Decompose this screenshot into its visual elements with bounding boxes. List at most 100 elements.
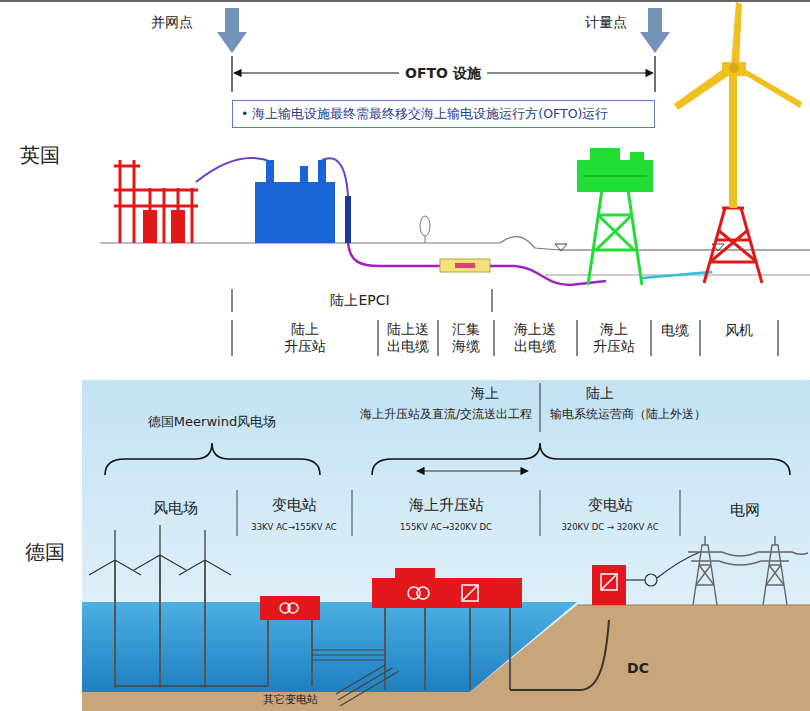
platform-leg (469, 608, 471, 690)
brace (372, 443, 790, 475)
platform-module (590, 148, 620, 160)
converter-symbol (601, 574, 617, 590)
jacket-leg (588, 190, 602, 285)
separator (378, 320, 379, 356)
section-label: 陆上 (586, 385, 614, 402)
blade (731, 2, 742, 66)
country-label: 德国 (25, 540, 65, 564)
deck-line (583, 176, 647, 177)
frame-line (0, 0, 810, 2)
export-cables (312, 650, 385, 660)
hub (729, 63, 739, 73)
turbine-pole (204, 560, 206, 688)
tree-trunk (425, 236, 426, 243)
separator (680, 490, 681, 536)
separator (232, 289, 233, 312)
section-label: 海上 (471, 385, 499, 402)
separator (778, 320, 779, 356)
section-label: 输电系统运营商（陆上外送） (550, 407, 706, 421)
gantry-post (191, 188, 194, 243)
platform-leg (311, 620, 313, 686)
gantry-beam (114, 165, 140, 168)
part-name: 电缆 (661, 322, 689, 339)
gantry-beam (114, 205, 198, 208)
pointer-arrow (217, 8, 247, 53)
onshore-transformer (255, 182, 335, 243)
platform-leg (424, 608, 426, 690)
converter-symbol (462, 585, 478, 601)
scope-label: 陆上EPCI (330, 292, 389, 309)
dc-cable (510, 620, 609, 690)
onshore-converter (592, 565, 626, 605)
array-cable (642, 272, 712, 278)
cable-joint-core (455, 263, 475, 268)
land (82, 605, 810, 711)
turbine-pole (729, 76, 737, 208)
platform-leg (509, 608, 511, 690)
group-label: 德国Meerwind风电场 (148, 414, 276, 430)
blade-set (134, 525, 186, 570)
point-label: 计量点 (585, 14, 627, 31)
gantry-post (119, 160, 122, 243)
separator (237, 490, 238, 536)
jacket-brace (596, 215, 632, 250)
tower-brace (718, 230, 757, 262)
bushing (300, 166, 308, 182)
blade-set (179, 530, 231, 575)
shore-line (500, 237, 560, 250)
tree (420, 216, 430, 236)
tower-leg (704, 208, 725, 283)
tower-leg (741, 208, 762, 283)
power-lines (719, 552, 808, 565)
water-mark (555, 244, 567, 251)
grid-link (657, 552, 700, 578)
part-name: 海上 升压站 (593, 321, 635, 355)
gantry-post (133, 160, 136, 243)
platform-leg (384, 608, 386, 690)
tower-brace (710, 230, 748, 262)
section-label: 海上升压站及直流/交流送出工程 (360, 407, 532, 421)
point-label: 并网点 (151, 14, 193, 31)
panel-background (82, 380, 810, 711)
offshore-substation (260, 596, 320, 620)
callout-label: 其它变电站 (263, 693, 318, 706)
separator (651, 320, 652, 356)
array-cable (115, 685, 268, 687)
blade (736, 64, 802, 108)
note-box: • 海上输电设施最终需最终移交海上输电设施运行方(OFTO)运行 (232, 100, 655, 128)
column-heading: 变电站 (588, 496, 633, 514)
turbine-pole (159, 555, 161, 688)
part-name: 陆上 升压站 (284, 321, 326, 355)
converter-symbol (462, 585, 478, 601)
gantry-post (163, 188, 166, 243)
blade (674, 64, 734, 110)
bracket-tick (231, 56, 232, 92)
cable-label: DC (627, 660, 649, 677)
column-heading: 电网 (730, 501, 760, 519)
tower-brace (710, 261, 757, 264)
part-name: 汇集 海缆 (452, 321, 480, 355)
overhead-link (196, 158, 272, 182)
country-label: 英国 (20, 143, 60, 167)
part-name: 陆上送 出电缆 (387, 321, 429, 355)
note-text: • 海上输电设施最终需最终移交海上输电设施运行方(OFTO)运行 (241, 106, 646, 122)
platform-module (630, 152, 644, 160)
transformer-symbol (288, 603, 298, 613)
converter-platform (372, 578, 522, 608)
jacket-brace (599, 214, 631, 217)
pylons (688, 536, 808, 605)
voltage-label: 33KV AC→155KV AC (251, 522, 337, 532)
separator (494, 320, 495, 356)
column-heading: 海上升压站 (409, 496, 484, 514)
separator (492, 289, 493, 312)
part-name: 海上送 出电缆 (514, 321, 556, 355)
separator (540, 383, 541, 432)
pylon (688, 536, 722, 605)
grid-substation (114, 160, 198, 243)
platform-leg (267, 620, 269, 686)
wind-turbines (115, 555, 205, 688)
column-heading: 变电站 (272, 496, 317, 514)
voltage-label: 155KV AC→320KV DC (400, 522, 492, 532)
